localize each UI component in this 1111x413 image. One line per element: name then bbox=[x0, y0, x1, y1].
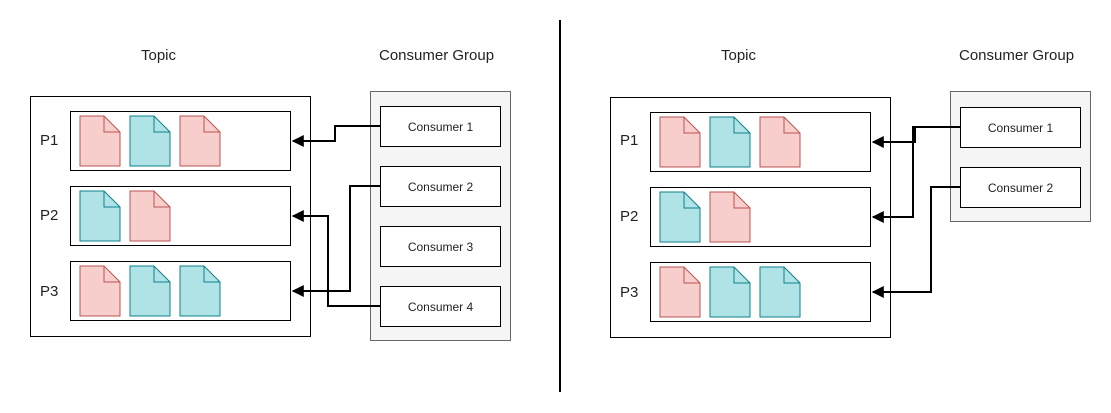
red-document-icon bbox=[759, 116, 801, 168]
connector-consumer1-p1 bbox=[291, 125, 380, 147]
teal-document-icon bbox=[709, 116, 751, 168]
connector-consumer1-p1 bbox=[871, 126, 960, 148]
red-document-icon bbox=[179, 115, 221, 167]
consumer-group-title: Consumer Group bbox=[959, 47, 1075, 64]
consumer-2-box: Consumer 2 bbox=[380, 166, 501, 207]
teal-document-icon bbox=[129, 115, 171, 167]
teal-document-icon bbox=[659, 191, 701, 243]
partition-label: P2 bbox=[620, 208, 639, 225]
consumer-1-box: Consumer 1 bbox=[380, 106, 501, 147]
red-document-icon bbox=[709, 191, 751, 243]
teal-document-icon bbox=[129, 265, 171, 317]
consumer-3-box: Consumer 3 bbox=[380, 226, 501, 267]
teal-document-icon bbox=[759, 266, 801, 318]
connector-consumer4-p2 bbox=[291, 210, 380, 307]
consumer-4-box: Consumer 4 bbox=[380, 286, 501, 327]
partition-label: P2 bbox=[40, 207, 59, 224]
teal-document-icon bbox=[79, 190, 121, 242]
partition-label: P3 bbox=[40, 283, 59, 300]
connector-consumer2-p3 bbox=[871, 186, 960, 298]
consumer-1-box: Consumer 1 bbox=[960, 107, 1081, 148]
red-document-icon bbox=[659, 266, 701, 318]
red-document-icon bbox=[659, 116, 701, 168]
partition-label: P1 bbox=[620, 132, 639, 149]
topic-title: Topic bbox=[141, 47, 177, 64]
documents bbox=[79, 115, 801, 318]
partition-label: P3 bbox=[620, 284, 639, 301]
teal-document-icon bbox=[179, 265, 221, 317]
partition-label: P1 bbox=[40, 132, 59, 149]
consumer-2-box: Consumer 2 bbox=[960, 167, 1081, 208]
consumer-group-title: Consumer Group bbox=[379, 47, 495, 64]
red-document-icon bbox=[79, 115, 121, 167]
teal-document-icon bbox=[709, 266, 751, 318]
connector-consumer2-p3 bbox=[291, 185, 380, 297]
assignment-connectors bbox=[291, 125, 960, 307]
red-document-icon bbox=[129, 190, 171, 242]
connector-consumer1-p2 bbox=[871, 126, 960, 223]
red-document-icon bbox=[79, 265, 121, 317]
topic-title: Topic bbox=[721, 47, 757, 64]
